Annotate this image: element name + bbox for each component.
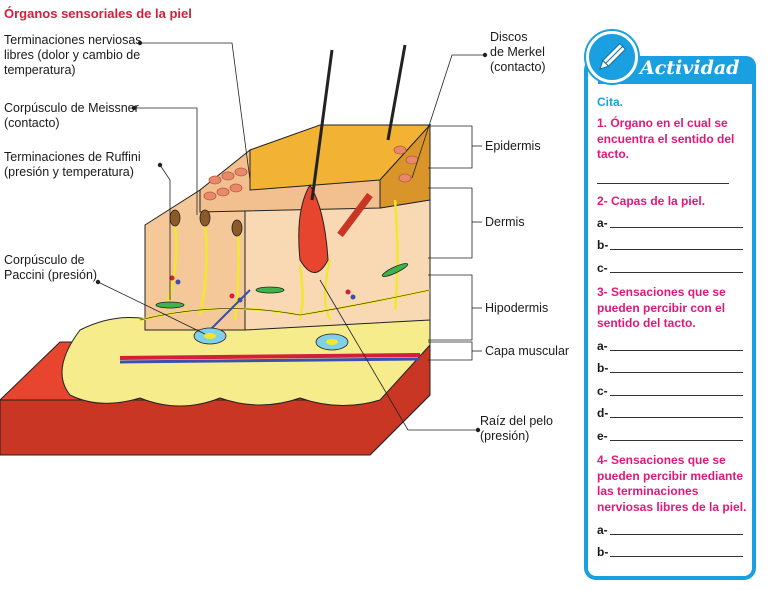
answer-q2-a[interactable]: a- <box>597 216 743 230</box>
pencil-badge <box>586 31 638 83</box>
label-paccini: Corpúsculo de Paccini (presión) <box>4 253 98 282</box>
question-1: 1. Órgano en el cual se encuentra el sen… <box>597 116 735 161</box>
question-3: 3- Sensaciones que se pueden percibir co… <box>597 285 726 330</box>
label-hipodermis: Hipodermis <box>485 301 549 315</box>
answer-q2-c[interactable]: c- <box>597 261 743 275</box>
answer-q3-a[interactable]: a- <box>597 339 743 353</box>
activity-panel <box>584 58 756 580</box>
figure-title: Órganos sensoriales de la piel <box>4 6 192 21</box>
leader-merkel <box>411 54 485 179</box>
answer-q3-e[interactable]: e- <box>597 429 743 443</box>
answer-line-q1[interactable] <box>597 183 729 184</box>
answer-q2-b[interactable]: b- <box>597 238 743 252</box>
leader-ruffini <box>159 164 171 300</box>
label-capa-muscular: Capa muscular <box>485 344 570 358</box>
merkel-disc <box>381 263 409 277</box>
activity-title: Actividad <box>640 57 740 79</box>
label-raiz-pelo: Raíz del pelo (presión) <box>480 414 553 443</box>
leader-raiz <box>319 279 478 431</box>
leader-libres <box>140 42 251 181</box>
ruffini-ending <box>155 301 185 309</box>
bracket-hipodermis <box>428 274 473 341</box>
label-epidermis: Epidermis <box>485 139 541 153</box>
leader-meissner <box>134 107 198 215</box>
label-dermis: Dermis <box>485 215 525 229</box>
label-ruffini: Terminaciones de Ruffini (presión y temp… <box>4 150 141 179</box>
answer-q4-b[interactable]: b- <box>597 545 743 559</box>
leader-paccini <box>97 281 206 335</box>
bracket-muscular <box>428 341 473 361</box>
label-merkel: Discos de Merkel (contacto) <box>490 30 546 74</box>
question-4: 4- Sensaciones que se pueden percibir me… <box>597 453 747 514</box>
question-2: 2- Capas de la piel. <box>597 194 706 208</box>
answer-q4-a[interactable]: a- <box>597 523 743 537</box>
bracket-epidermis <box>428 125 473 169</box>
hair-shaft <box>310 49 334 201</box>
bracket-dermis <box>428 187 473 259</box>
label-meissner: Corpúsculo de Meissner (contacto) <box>4 101 139 130</box>
pencil-icon <box>599 42 627 70</box>
label-terminaciones-libres: Terminaciones nerviosas libres (dolor y … <box>4 33 142 77</box>
meissner-corpuscle <box>169 209 181 227</box>
cita-label: Cita. <box>597 95 624 109</box>
hair-follicle <box>298 184 329 273</box>
answer-q3-d[interactable]: d- <box>597 406 743 420</box>
answer-q3-b[interactable]: b- <box>597 361 743 375</box>
answer-q3-c[interactable]: c- <box>597 384 743 398</box>
